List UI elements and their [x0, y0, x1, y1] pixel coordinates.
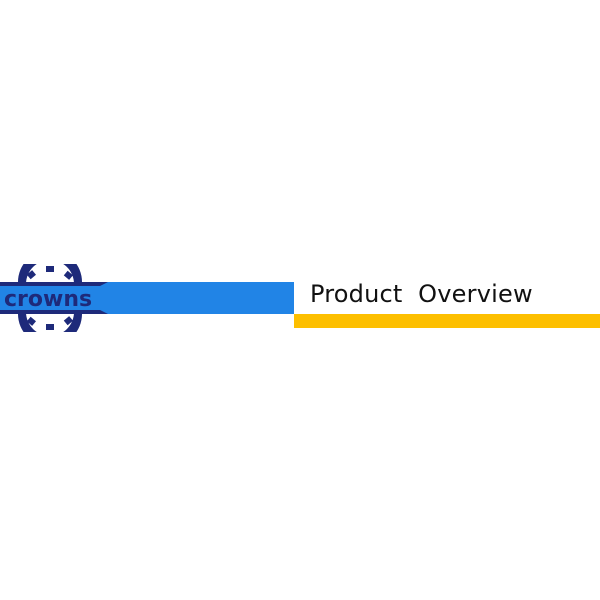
- crowns-logo: crowns: [0, 264, 108, 332]
- title-underline-bar: [294, 314, 600, 328]
- gear-icon: [0, 264, 108, 332]
- header-blue-bar: [0, 282, 294, 314]
- logo-text: crowns: [4, 287, 92, 312]
- page-title: Product Overview: [310, 280, 533, 308]
